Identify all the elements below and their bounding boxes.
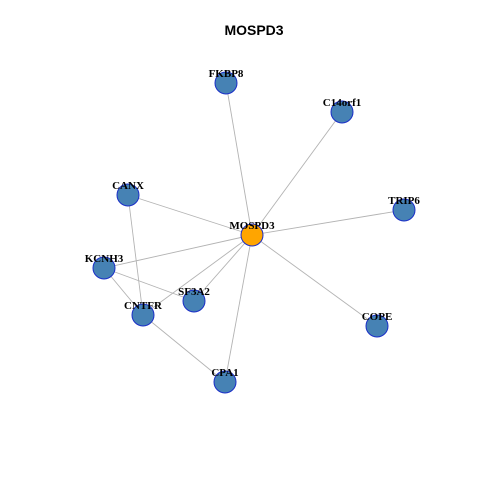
edge-cntfr-cpa1 xyxy=(142,314,226,383)
node-label: MOSPD3 xyxy=(229,220,275,232)
node-circle xyxy=(330,100,354,124)
node-circle xyxy=(116,183,140,207)
edge-mospd3-c14orf1 xyxy=(251,111,343,236)
node-circle xyxy=(365,314,389,338)
edge-mospd3-cntfr xyxy=(142,234,253,316)
node-circle xyxy=(182,289,206,313)
edge-kcnh3-sf3a2 xyxy=(103,267,195,302)
node-cntfr: CNTFR xyxy=(124,300,163,327)
node-kcnh3: KCNH3 xyxy=(85,253,124,280)
graph-title: MOSPD3 xyxy=(224,22,283,38)
node-label: CNTFR xyxy=(124,300,163,312)
node-c14orf1: C14orf1 xyxy=(323,97,362,124)
node-label: FKBP8 xyxy=(209,68,244,80)
edge-mospd3-trip6 xyxy=(251,209,405,236)
node-circle xyxy=(213,370,237,394)
edge-mospd3-cpa1 xyxy=(224,234,253,383)
edge-mospd3-canx xyxy=(127,194,253,236)
node-circle xyxy=(92,256,116,280)
edge-mospd3-fkbp8 xyxy=(225,82,253,236)
node-label: COPE xyxy=(362,311,393,323)
node-fkbp8: FKBP8 xyxy=(209,68,244,95)
node-circle xyxy=(131,303,155,327)
edge-mospd3-kcnh3 xyxy=(103,234,253,269)
node-circle xyxy=(240,223,264,247)
node-cpa1: CPA1 xyxy=(211,367,239,394)
edge-mospd3-sf3a2 xyxy=(193,234,253,302)
node-mospd3: MOSPD3 xyxy=(229,220,275,247)
edge-mospd3-cope xyxy=(251,234,378,327)
node-label: CPA1 xyxy=(211,367,238,379)
node-label: SF3A2 xyxy=(178,286,210,298)
edge-canx-cntfr xyxy=(127,194,144,316)
node-canx: CANX xyxy=(112,180,144,207)
node-cope: COPE xyxy=(362,311,393,338)
node-circle xyxy=(214,71,238,95)
node-trip6: TRIP6 xyxy=(388,195,420,222)
node-label: C14orf1 xyxy=(323,97,362,109)
node-label: KCNH3 xyxy=(85,253,124,265)
node-circle xyxy=(392,198,416,222)
node-sf3a2: SF3A2 xyxy=(178,286,210,313)
node-label: TRIP6 xyxy=(388,195,420,207)
node-label: CANX xyxy=(112,180,144,192)
